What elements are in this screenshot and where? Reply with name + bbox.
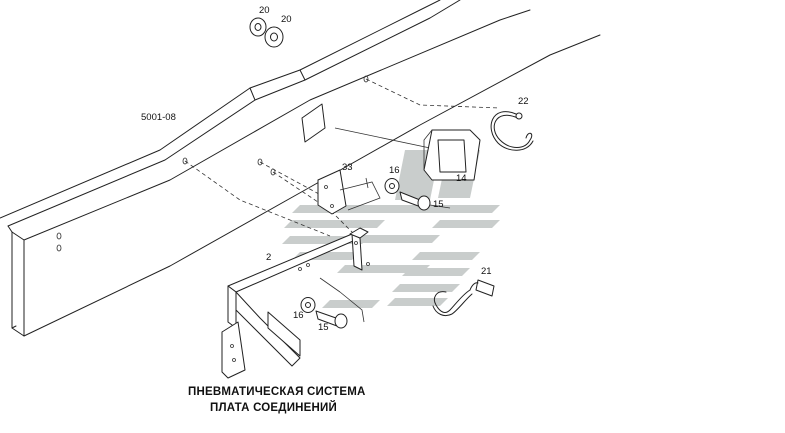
callout-33: 33 xyxy=(342,162,353,173)
title-line-2: ПЛАТА СОЕДИНЕНИЙ xyxy=(210,401,337,414)
clamp-22 xyxy=(490,111,534,151)
callout-16-lower: 16 xyxy=(293,310,304,321)
callout-5001-08: 5001-08 xyxy=(141,112,176,123)
bracket-main-2 xyxy=(221,227,370,379)
grommet-14 xyxy=(423,129,481,181)
callout-14: 14 xyxy=(456,173,467,184)
hose-21 xyxy=(432,279,495,317)
callout-15-upper: 15 xyxy=(433,199,444,210)
washer-16-lower xyxy=(300,297,316,313)
nut-20-pair xyxy=(249,17,284,48)
callout-15-lower: 15 xyxy=(318,322,329,333)
diagram-title: ПНЕВМАТИЧЕСКАЯ СИСТЕМА ПЛАТА СОЕДИНЕНИЙ xyxy=(188,386,366,414)
callout-20-a: 20 xyxy=(259,5,270,16)
title-line-1: ПНЕВМАТИЧЕСКАЯ СИСТЕМА xyxy=(188,386,366,398)
bracket-33 xyxy=(317,169,381,215)
bolt-15-lower xyxy=(315,310,348,329)
callout-labels: 20 20 5001-08 22 33 16 14 15 2 21 16 15 xyxy=(141,5,529,333)
callout-2: 2 xyxy=(266,252,271,263)
callout-22: 22 xyxy=(518,96,529,107)
callout-20-b: 20 xyxy=(281,14,292,25)
bolt-15-upper xyxy=(399,191,451,211)
frame-rail xyxy=(0,0,601,337)
callout-21: 21 xyxy=(481,266,492,277)
callout-16-upper: 16 xyxy=(389,165,400,176)
washer-16-upper xyxy=(384,178,400,194)
